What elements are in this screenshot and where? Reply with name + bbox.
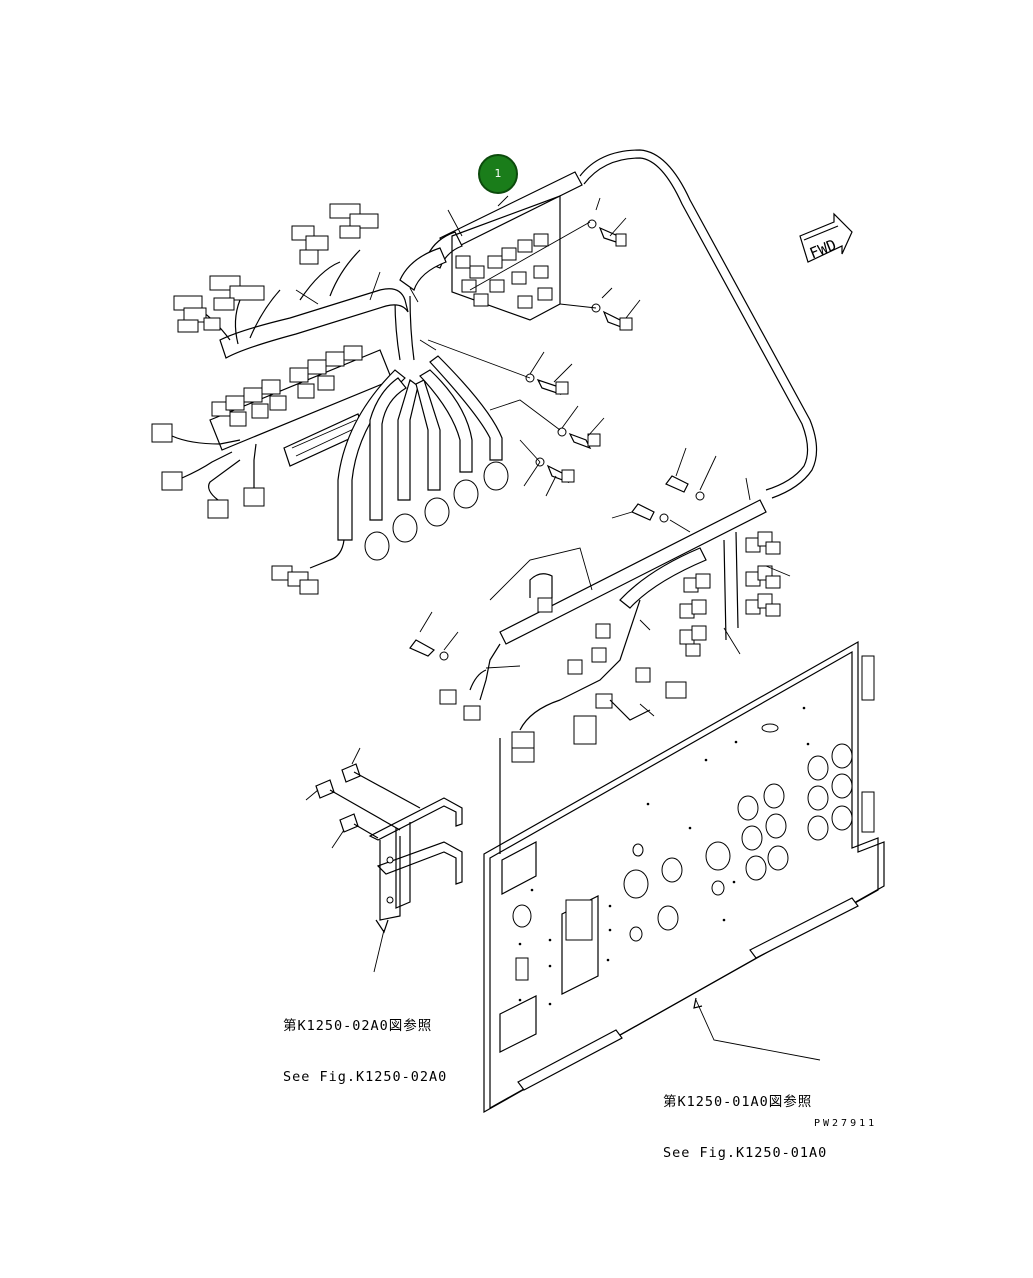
relay-stack-right	[679, 531, 781, 657]
reference-left-en: See Fig.K1250-02A0	[283, 1069, 448, 1085]
cable-branches-sockets	[271, 355, 509, 595]
reference-right: 第K1250-01A0図参照 See Fig.K1250-01A0	[663, 1060, 827, 1179]
item-callout-number: 1	[494, 167, 502, 180]
mounting-bracket	[305, 747, 463, 973]
wire-harness-lower	[409, 447, 791, 763]
fwd-arrow-text: FWD	[807, 236, 839, 263]
instrument-panel-board	[483, 640, 885, 1114]
reference-right-ja: 第K1250-01A0図参照	[663, 1094, 813, 1110]
drawing-number: PW27911	[814, 1118, 878, 1129]
reference-left: 第K1250-02A0図参照 See Fig.K1250-02A0	[283, 984, 447, 1103]
connector-panel-upper	[451, 195, 561, 321]
panel-holes	[518, 706, 810, 1006]
bolts-and-washers	[427, 197, 641, 497]
loose-connectors-left	[151, 423, 265, 519]
item-callout-1[interactable]: 1	[478, 154, 518, 194]
gauge-cluster	[512, 723, 853, 942]
relay-block	[209, 345, 393, 467]
wire-harness-main	[151, 149, 818, 595]
fwd-arrow-icon: FWD	[799, 212, 853, 263]
connector-cluster-top-left	[173, 203, 379, 333]
reference-right-en: See Fig.K1250-01A0	[663, 1145, 828, 1161]
reference-left-ja: 第K1250-02A0図参照	[283, 1018, 433, 1034]
